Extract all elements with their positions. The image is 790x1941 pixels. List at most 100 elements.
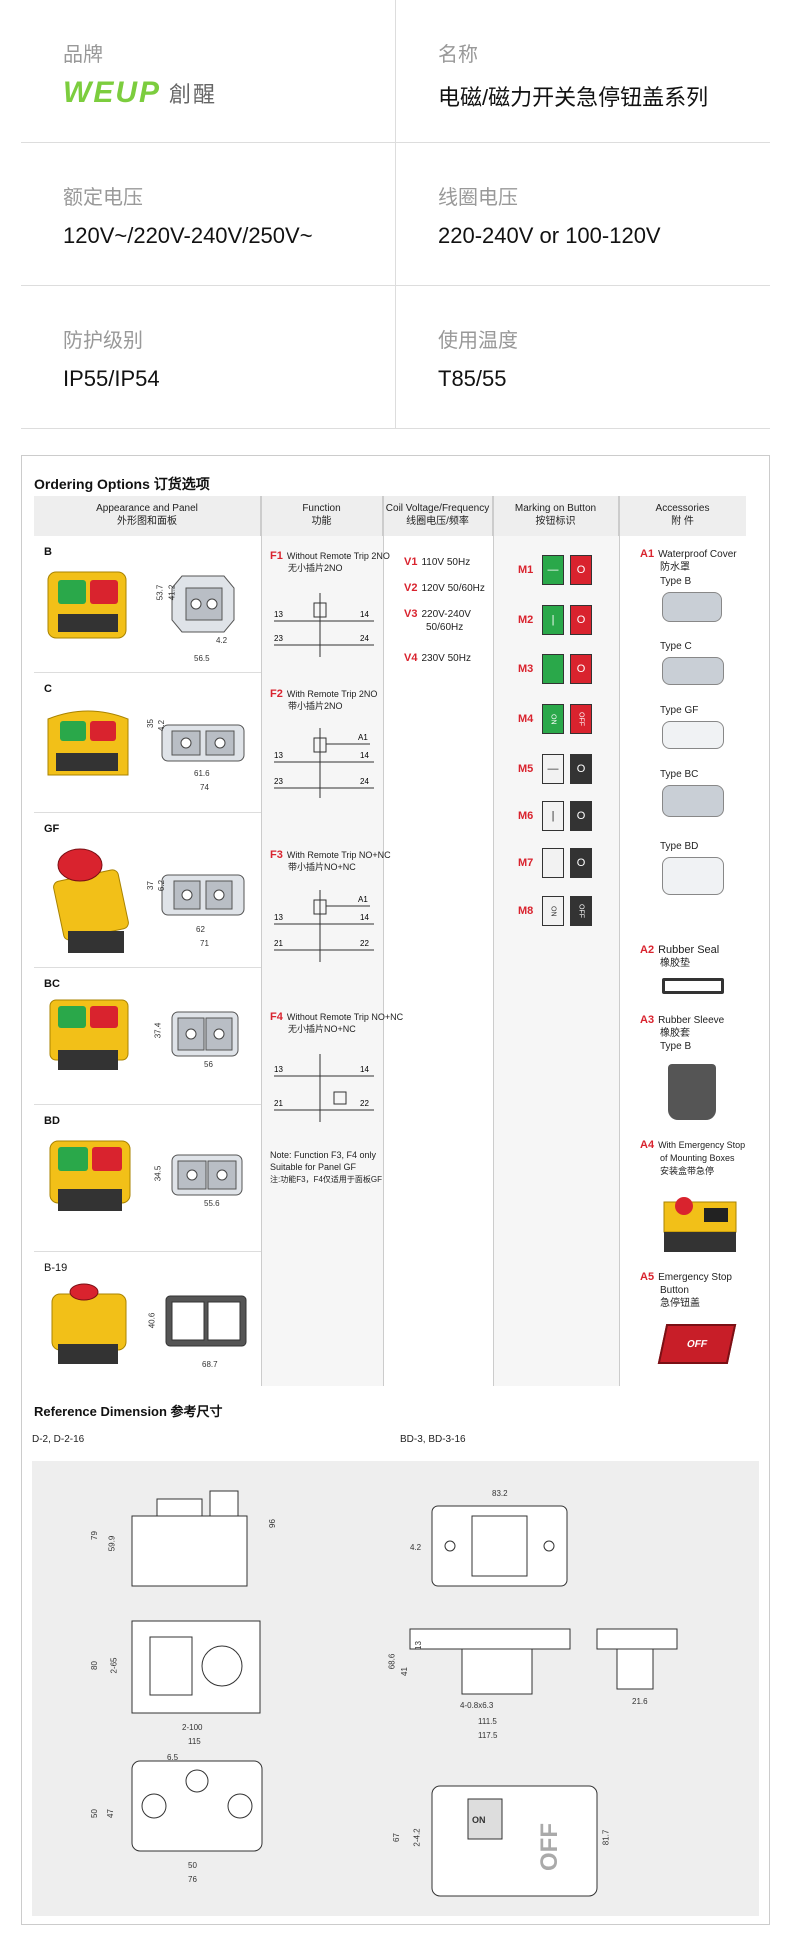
svg-text:13: 13 xyxy=(274,913,283,922)
dim-text: 6.2 xyxy=(157,879,167,892)
dim-text: 2-100 xyxy=(182,1723,203,1732)
svg-text:A1: A1 xyxy=(358,895,368,904)
col-head-coil: Coil Voltage/Frequency 线圈电压/频率 xyxy=(383,496,493,536)
marking-left-button: ON xyxy=(542,704,564,734)
acc-type-label: Type B xyxy=(660,576,692,587)
spec-table: 品牌 WEUP 創醒 名称 电磁/磁力开关急停钮盖系列 额定电压 120V~/2… xyxy=(21,0,770,430)
panel-b-illustration xyxy=(47,571,235,639)
spec-cell-name: 名称 电磁/磁力开关急停钮盖系列 xyxy=(395,0,770,143)
rated-voltage-label: 额定电压 xyxy=(63,187,143,209)
coil-code: V3 xyxy=(404,608,418,620)
function-cn: 无小插片NO+NC xyxy=(288,1024,356,1034)
svg-text:21: 21 xyxy=(274,1099,283,1108)
col-head-function: Function 功能 xyxy=(261,496,383,536)
svg-text:13: 13 xyxy=(274,610,283,619)
svg-text:A1: A1 xyxy=(358,733,368,742)
acc-en2: Button xyxy=(660,1285,689,1296)
coil-column-bg xyxy=(383,536,493,1386)
acc-cn: 急停钮盖 xyxy=(660,1298,700,1309)
temp-value: T85/55 xyxy=(438,366,507,391)
acc-code: A1 xyxy=(640,548,655,560)
marking-left-button: ON xyxy=(542,896,564,926)
col-head-cn: 附 件 xyxy=(671,516,694,527)
svg-text:14: 14 xyxy=(360,610,369,619)
marking-right-button: O xyxy=(570,605,592,635)
function-cn: 带小插片2NO xyxy=(288,701,343,711)
acc-en: Rubber Seal xyxy=(658,944,720,956)
acc-type-label: Type BD xyxy=(660,841,699,852)
marking-code: M8 xyxy=(518,905,534,917)
column-divider xyxy=(383,496,384,1386)
dim-text: 37.4 xyxy=(153,1022,163,1039)
dim-text: 115 xyxy=(188,1737,201,1746)
cover-type-b-image xyxy=(662,592,722,622)
note-en1: Note: Function F3, F4 only xyxy=(270,1150,377,1160)
protection-label: 防护级别 xyxy=(63,330,143,352)
coil-code: V2 xyxy=(404,582,418,594)
svg-text:24: 24 xyxy=(360,777,369,786)
function-en: Without Remote Trip NO+NC xyxy=(286,1012,404,1022)
acc-code: A5 xyxy=(640,1271,655,1283)
panel-code: B-19 xyxy=(44,1262,68,1274)
marking-code: M1 xyxy=(518,564,534,576)
spec-row: 品牌 WEUP 創醒 名称 电磁/磁力开关急停钮盖系列 xyxy=(21,0,770,143)
reference-drawing-panel: 79 59.9 96 80 2-65 2-100 115 6.5 50 47 5… xyxy=(32,1461,759,1916)
col-head-en: Function xyxy=(302,503,341,514)
protection-value: IP55/IP54 xyxy=(63,366,160,391)
spec-cell-brand: 品牌 WEUP 創醒 xyxy=(21,0,395,143)
svg-text:21: 21 xyxy=(274,939,283,948)
acc-cn: 橡胶套 xyxy=(660,1028,690,1039)
spec-row: 防护级别 IP55/IP54 使用温度 T85/55 xyxy=(21,286,770,429)
spec-cell-rated-voltage: 额定电压 120V~/220V-240V/250V~ xyxy=(21,143,395,286)
dim-text: 50 xyxy=(188,1861,197,1870)
marking-left-button: | xyxy=(542,605,564,635)
rubber-sleeve-image xyxy=(668,1064,716,1120)
coil-value: 120V 50/60Hz xyxy=(421,583,485,594)
marking-code: M4 xyxy=(518,713,534,725)
marking-m6: M6|O xyxy=(518,801,592,831)
svg-text:24: 24 xyxy=(360,634,369,643)
marking-m1: M1—O xyxy=(518,555,592,585)
col-head-en: Coil Voltage/Frequency xyxy=(385,503,490,514)
cover-type-gf-image xyxy=(662,721,724,749)
dim-text: 74 xyxy=(200,783,209,792)
function-cn: 带小插片NO+NC xyxy=(288,862,356,872)
svg-text:13: 13 xyxy=(274,751,283,760)
dim-text: 4-0.8x6.3 xyxy=(460,1701,494,1710)
marking-m2: M2|O xyxy=(518,605,592,635)
cover-type-bd-image xyxy=(662,857,724,895)
coil-code: V4 xyxy=(404,652,418,664)
brand-logo: WEUP 創醒 xyxy=(63,76,217,110)
dim-text: 56.5 xyxy=(194,654,210,663)
col-head-en: Marking on Button xyxy=(514,503,597,514)
dim-text: 59.9 xyxy=(107,1535,117,1552)
acc-code: A2 xyxy=(640,944,655,956)
acc-cn: 橡胶垫 xyxy=(660,958,690,969)
drawing-on-label: ON xyxy=(472,1815,486,1825)
cover-type-bc-image xyxy=(662,785,724,817)
col-head-cn: 功能 xyxy=(311,516,332,527)
function-code: F4 xyxy=(270,1011,283,1023)
acc-type-label: Type B xyxy=(660,1041,692,1052)
panel-row-bd: BD 34.5 55.6 xyxy=(34,1105,261,1252)
dim-text: 55.6 xyxy=(204,1199,220,1208)
svg-text:14: 14 xyxy=(360,751,369,760)
emergency-stop-cover-image: OFF xyxy=(657,1324,737,1364)
coil-value2: 50/60Hz xyxy=(426,622,464,633)
brand-cn-text: 創醒 xyxy=(169,82,218,107)
marking-left-button: — xyxy=(542,754,564,784)
col-head-cn: 线圈电压/频率 xyxy=(406,516,469,527)
function-column-bg xyxy=(261,536,383,1386)
svg-text:13: 13 xyxy=(274,1065,283,1074)
